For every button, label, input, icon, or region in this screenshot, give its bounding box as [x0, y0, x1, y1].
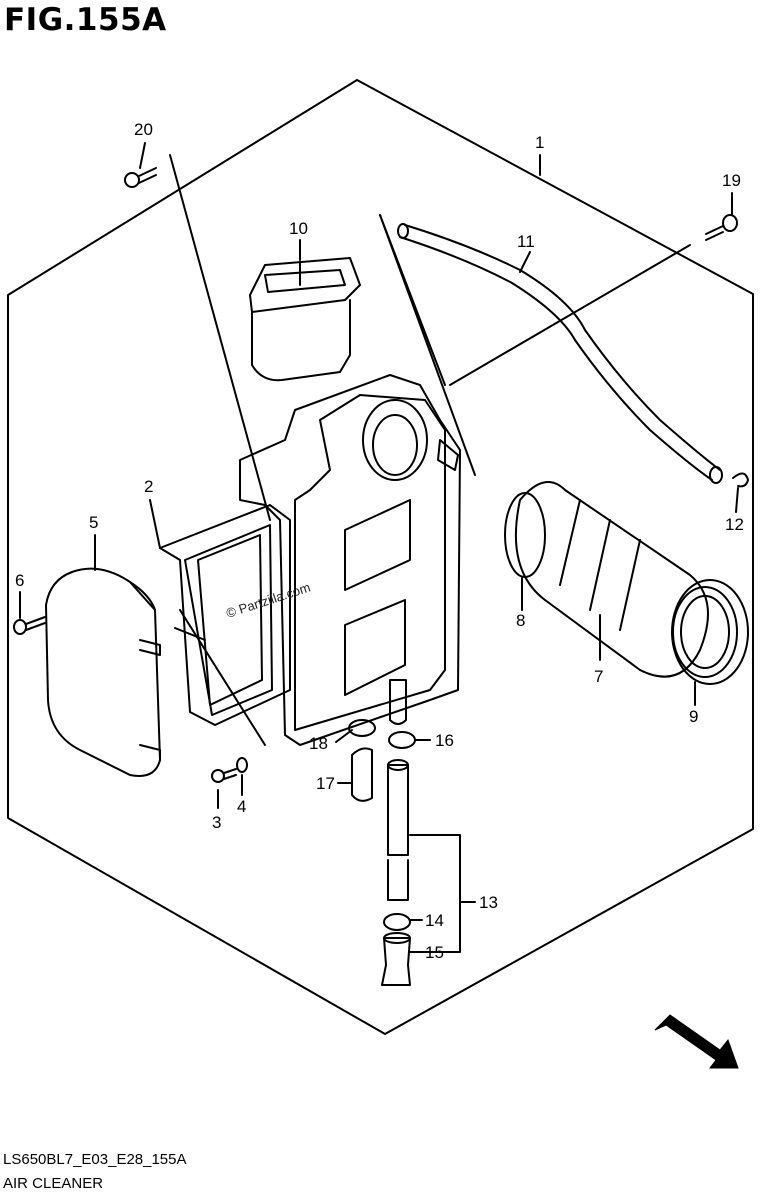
callout-5: 5 — [89, 513, 98, 532]
callout-11: 11 — [517, 232, 535, 251]
callout-17: 17 — [316, 774, 335, 793]
figure-code: LS650BL7_E03_E28_155A — [3, 1151, 187, 1168]
air-cleaner-case-part — [239, 374, 461, 746]
clamp-16-part — [388, 731, 416, 749]
callout-12: 12 — [725, 515, 744, 534]
callout-13-bracket — [409, 834, 461, 953]
clamp-rear-part — [504, 492, 546, 578]
figure-name: AIR CLEANER — [3, 1175, 104, 1192]
callout-18-leader — [335, 729, 353, 743]
watermark: © Partzilla.com — [224, 580, 312, 621]
breather-hose-part — [397, 223, 723, 484]
callout-15: 15 — [425, 943, 444, 962]
callout-7: 7 — [594, 667, 603, 686]
drain-plug-part — [351, 747, 373, 802]
callout-1: 1 — [535, 133, 544, 152]
bolt-part — [211, 768, 237, 783]
callout-12-leader — [735, 487, 739, 513]
screw-part — [13, 616, 46, 635]
callout-16: 16 — [435, 731, 454, 750]
filter-element-part — [159, 504, 291, 726]
clip-part — [732, 472, 749, 488]
callout-11-leader — [519, 251, 531, 273]
figure-title: FIG.155A — [4, 2, 167, 38]
callout-13: 13 — [479, 893, 498, 912]
assembly-leader-line — [449, 244, 691, 386]
callout-10: 10 — [289, 219, 308, 238]
callout-20-leader — [139, 142, 146, 169]
callout-6: 6 — [15, 571, 24, 590]
clamp-14-part — [383, 913, 411, 931]
bolt-top-left-part — [124, 167, 157, 188]
washer-part — [236, 757, 248, 773]
clamp-front-part — [671, 579, 749, 685]
callout-8: 8 — [516, 611, 525, 630]
intake-pipe-part — [514, 481, 738, 678]
callout-20: 20 — [134, 120, 153, 139]
clamp-18-part — [348, 719, 376, 737]
callout-18: 18 — [309, 734, 328, 753]
callout-4: 4 — [237, 797, 246, 816]
assembly-leader-line — [169, 154, 271, 521]
cleaner-cap-part — [45, 567, 161, 777]
callout-3: 3 — [212, 813, 221, 832]
callout-14: 14 — [425, 911, 444, 930]
assembly-leader-line — [379, 214, 446, 386]
assembly-boundary-outline — [7, 79, 754, 1035]
callout-9: 9 — [689, 707, 698, 726]
intake-duct-part — [249, 257, 361, 382]
drain-hose-part — [387, 759, 409, 901]
drain-cap-part — [381, 932, 411, 986]
assembly-leader-line — [179, 609, 266, 746]
callout-2: 2 — [144, 477, 153, 496]
bolt-top-right-part — [705, 214, 738, 241]
callout-2-leader — [149, 499, 161, 549]
callout-19: 19 — [722, 171, 741, 190]
forward-arrow-icon: FWD — [654, 1014, 739, 1069]
